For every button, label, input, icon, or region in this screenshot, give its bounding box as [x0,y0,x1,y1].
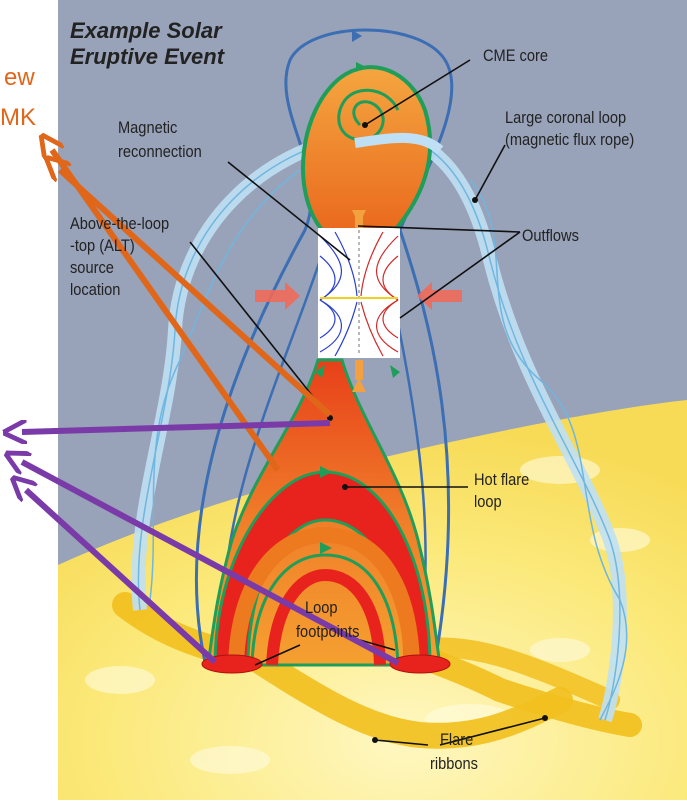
label-outflows: Outflows [522,226,579,246]
label-footpoints-line1: Loop [305,598,338,618]
title-line-1: Example Solar [70,18,224,44]
label-ribbons-line1: Flare [440,730,473,750]
label-alt-line4: location [70,280,120,300]
label-magnetic-line1: Magnetic [118,118,177,138]
label-large-loop-line2: (magnetic flux rope) [505,130,634,150]
label-cme-core: CME core [483,46,548,66]
label-alt-line1: Above-the-loop [70,214,169,234]
label-footpoints-line2: footpoints [296,622,359,642]
label-hot-flare-line1: Hot flare [474,470,529,490]
footpoint-right [390,655,450,673]
label-large-loop-line1: Large coronal loop [505,108,626,128]
title-line-2: Eruptive Event [70,44,224,70]
label-alt-line2: -top (ALT) [70,236,135,256]
cropped-text-second: MK [0,104,36,132]
cropped-text-top: ew [4,64,35,92]
label-hot-flare-line2: loop [474,492,502,512]
label-alt-line3: source [70,258,114,278]
diagram-title: Example Solar Eruptive Event [70,18,224,70]
label-magnetic-line2: reconnection [118,142,202,162]
label-ribbons-line2: ribbons [430,754,478,774]
reconnection-box [318,228,400,358]
